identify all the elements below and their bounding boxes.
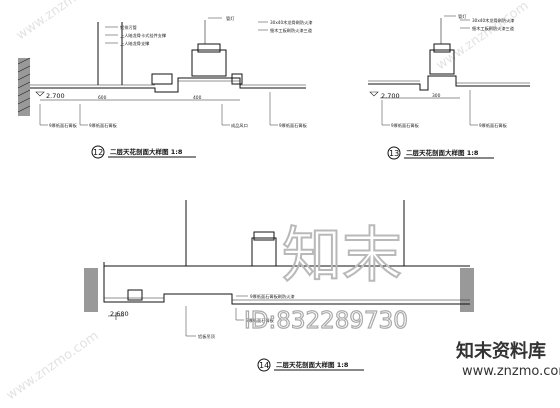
dim-text: 400 [193,95,202,101]
dim-text: 600 [98,95,107,101]
note: 9厚纸面石膏板 [49,122,78,129]
wall-hatch [18,58,30,116]
diag-watermark: www.znzmo.com [434,0,532,73]
detail-number: 13 [389,149,399,158]
detail-number-circle [257,358,271,372]
level-mark: 2.680 [110,310,129,318]
site-logo: 知末资料库 www.znzmo.com [454,333,560,385]
diag-watermark: www.znzmo.com [4,328,102,403]
diag-watermark: www.znzmo.com [14,0,112,43]
note: 9厚纸面石膏板 [391,122,420,129]
watermark-logo: 知末 [282,221,402,291]
ceiling-profile [368,75,530,91]
ceiling-profile [30,77,306,93]
detail-number: 14 [259,361,269,370]
note: 9厚纸面石膏板 [246,317,275,324]
light-fixture [429,49,455,75]
detail-14: 2.680 9厚纸面石膏板刷防火漆 9厚纸面石膏板 铝板吊顶 14 二层天花剖面… [84,200,474,372]
detail-12: 600 400 2.700 铝排污管 上人暗龙骨卡式挂件支撑 上人暗龙骨支撑 管… [17,15,313,159]
site-name: 知末资料库 [456,340,546,362]
note: 9厚纸面石膏板刷防火漆 [250,293,295,300]
detail-13: 300 2.700 管灯 30x40木龙骨刷防火漆 细木工板刷防火漆三道 9厚纸… [368,13,530,160]
watermark-id: ID:832289730 [244,308,408,334]
detail-number-circle [387,146,401,160]
note: 9厚纸面石膏板 [89,122,118,129]
note: 管灯 [458,13,467,20]
note: 上人暗龙骨卡式挂件支撑 [120,32,167,39]
note: 细木工板刷防火漆三道 [472,25,515,32]
site-url: www.znzmo.com [462,364,560,379]
note: 9厚纸面石膏板 [479,122,508,129]
wall-hatch [84,268,98,312]
note: 铝排污管 [120,24,137,31]
detail-number-circle [91,145,105,159]
central-watermark: 知末 ID:832289730 [243,220,408,335]
note: 30x40木龙骨刷防火漆 [472,17,514,24]
note: 管灯 [226,15,235,22]
note: 细木工板刷防火漆三道 [270,27,313,34]
note: 30x40木龙骨刷防火漆 [270,19,312,26]
wall-hatch [460,268,474,312]
detail-title: 二层天花剖面大样图 1:8 [406,148,479,157]
detail-title: 二层天花剖面大样图 1:8 [276,360,349,369]
ceiling-profile [103,262,470,305]
light-fixture [251,237,277,267]
note: 9厚纸面石膏板 [279,122,308,129]
detail-title: 二层天花剖面大样图 1:8 [110,147,183,156]
diagonal-watermarks: www.znzmo.com www.znzmo.com www.znzmo.co… [4,0,532,403]
light-fixture [191,49,227,77]
note: 上人暗龙骨支撑 [120,40,150,47]
level-mark: 2.700 [46,92,65,100]
note: 铝板吊顶 [198,333,216,340]
level-mark: 2.700 [381,92,400,100]
dim-text: 300 [432,93,441,99]
note: 成品风口 [231,122,248,129]
detail-number: 12 [93,148,103,157]
